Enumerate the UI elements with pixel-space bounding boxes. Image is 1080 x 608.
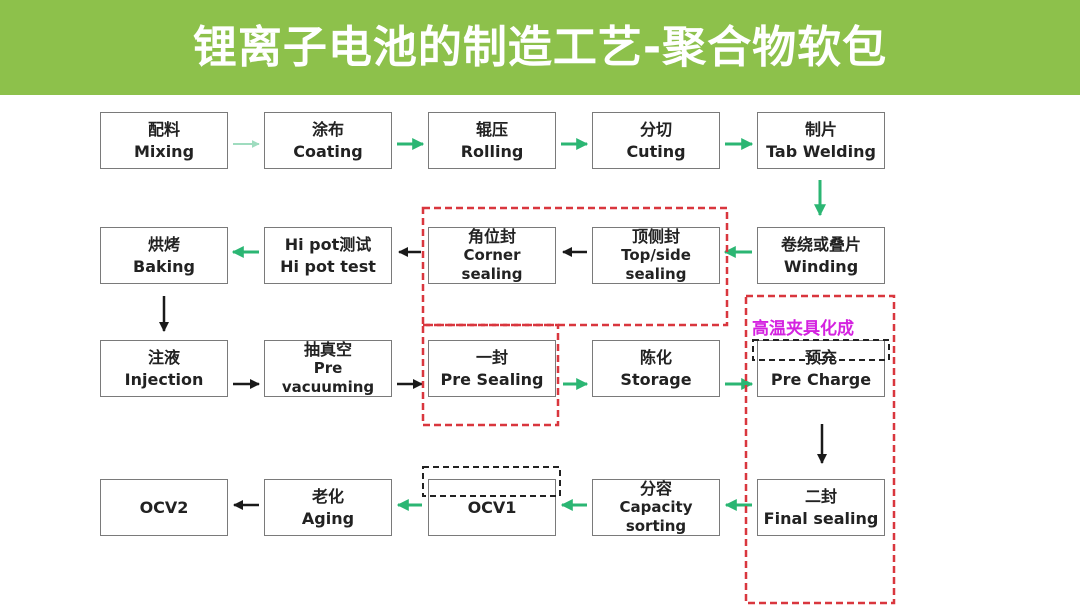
- step-label-zh: 预充: [804, 347, 837, 367]
- step-rolling: 辊压 Rolling: [428, 112, 556, 169]
- highlight-presealing-group: [421, 323, 560, 427]
- step-label-en: Pre: [313, 359, 343, 377]
- step-coating: 涂布 Coating: [264, 112, 392, 169]
- step-hipot: Hi pot测试 Hi pot test: [264, 227, 392, 284]
- step-label-zh: 烘烤: [147, 234, 180, 254]
- highlight-precharge-finalsealing-group: [744, 294, 896, 605]
- step-label-en: Injection: [124, 369, 204, 389]
- step-label-zh: Hi pot测试: [284, 234, 372, 254]
- step-label-en: Top/side: [621, 246, 691, 264]
- step-label-en: Final sealing: [763, 508, 879, 528]
- step-label-en: OCV2: [139, 497, 189, 517]
- step-cuting: 分切 Cuting: [592, 112, 720, 169]
- step-label-zh: 一封: [475, 347, 508, 367]
- step-label-en: Pre Charge: [770, 369, 872, 389]
- step-label-zh: 老化: [311, 486, 344, 506]
- step-injection: 注液 Injection: [100, 340, 228, 397]
- step-label-en: OCV1: [467, 497, 517, 517]
- step-label-zh: 辊压: [475, 119, 508, 139]
- step-label-en: vacuuming: [281, 378, 375, 396]
- step-storage: 陈化 Storage: [592, 340, 720, 397]
- step-label-zh: 角位封: [467, 227, 516, 246]
- step-label-zh: 陈化: [639, 347, 672, 367]
- step-label-en: Storage: [620, 369, 692, 389]
- step-baking: 烘烤 Baking: [100, 227, 228, 284]
- step-label-en: sorting: [625, 517, 687, 535]
- step-mixing: 配料 Mixing: [100, 112, 228, 169]
- step-label-zh: 顶侧封: [631, 227, 680, 246]
- step-label-zh: 二封: [804, 486, 837, 506]
- step-label-en: Rolling: [460, 141, 524, 161]
- step-tab-welding: 制片 Tab Welding: [757, 112, 885, 169]
- step-label-zh: 分容: [639, 479, 672, 498]
- title-banner: [0, 0, 1080, 95]
- step-pre-charge: 预充 Pre Charge: [757, 340, 885, 397]
- step-label-en: Mixing: [133, 141, 195, 161]
- annotation-high-temp-fixture: 高温夹具化成: [752, 319, 854, 339]
- step-label-zh: 配料: [147, 119, 180, 139]
- step-label-en: Aging: [301, 508, 355, 528]
- step-label-zh: 制片: [804, 119, 837, 139]
- step-ocv2: OCV2: [100, 479, 228, 536]
- step-aging: 老化 Aging: [264, 479, 392, 536]
- step-corner-sealing: 角位封 Corner sealing: [428, 227, 556, 284]
- step-label-zh: 分切: [639, 119, 672, 139]
- step-label-en: sealing: [461, 265, 523, 283]
- highlight-corner-topside-group: [421, 206, 729, 327]
- highlight-precharge-label: [752, 339, 890, 361]
- step-label-en: Cuting: [626, 141, 686, 161]
- step-label-en: Coating: [293, 141, 363, 161]
- step-capacity-sorting: 分容 Capacity sorting: [592, 479, 720, 536]
- step-label-en: Tab Welding: [766, 141, 876, 161]
- step-label-en: Corner: [463, 246, 521, 264]
- step-label-zh: 注液: [147, 347, 180, 367]
- step-label-en: Capacity: [619, 498, 693, 516]
- step-label-en: Pre Sealing: [440, 369, 544, 389]
- step-label-zh: 涂布: [311, 119, 344, 139]
- highlight-ocv1-label: [422, 466, 561, 497]
- step-winding: 卷绕或叠片 Winding: [757, 227, 885, 284]
- step-label-en: Hi pot test: [280, 256, 376, 276]
- step-label-en: Baking: [133, 256, 195, 276]
- step-label-en: Winding: [783, 256, 859, 276]
- step-pre-vacuuming: 抽真空 Pre vacuuming: [264, 340, 392, 397]
- step-final-sealing: 二封 Final sealing: [757, 479, 885, 536]
- step-top-side-sealing: 顶侧封 Top/side sealing: [592, 227, 720, 284]
- step-label-zh: 抽真空: [303, 340, 352, 359]
- page-title: 锂离子电池的制造工艺-聚合物软包: [192, 22, 888, 73]
- step-ocv1: OCV1: [428, 479, 556, 536]
- step-label-zh: 卷绕或叠片: [780, 234, 861, 254]
- step-label-en: sealing: [625, 265, 687, 283]
- step-pre-sealing: 一封 Pre Sealing: [428, 340, 556, 397]
